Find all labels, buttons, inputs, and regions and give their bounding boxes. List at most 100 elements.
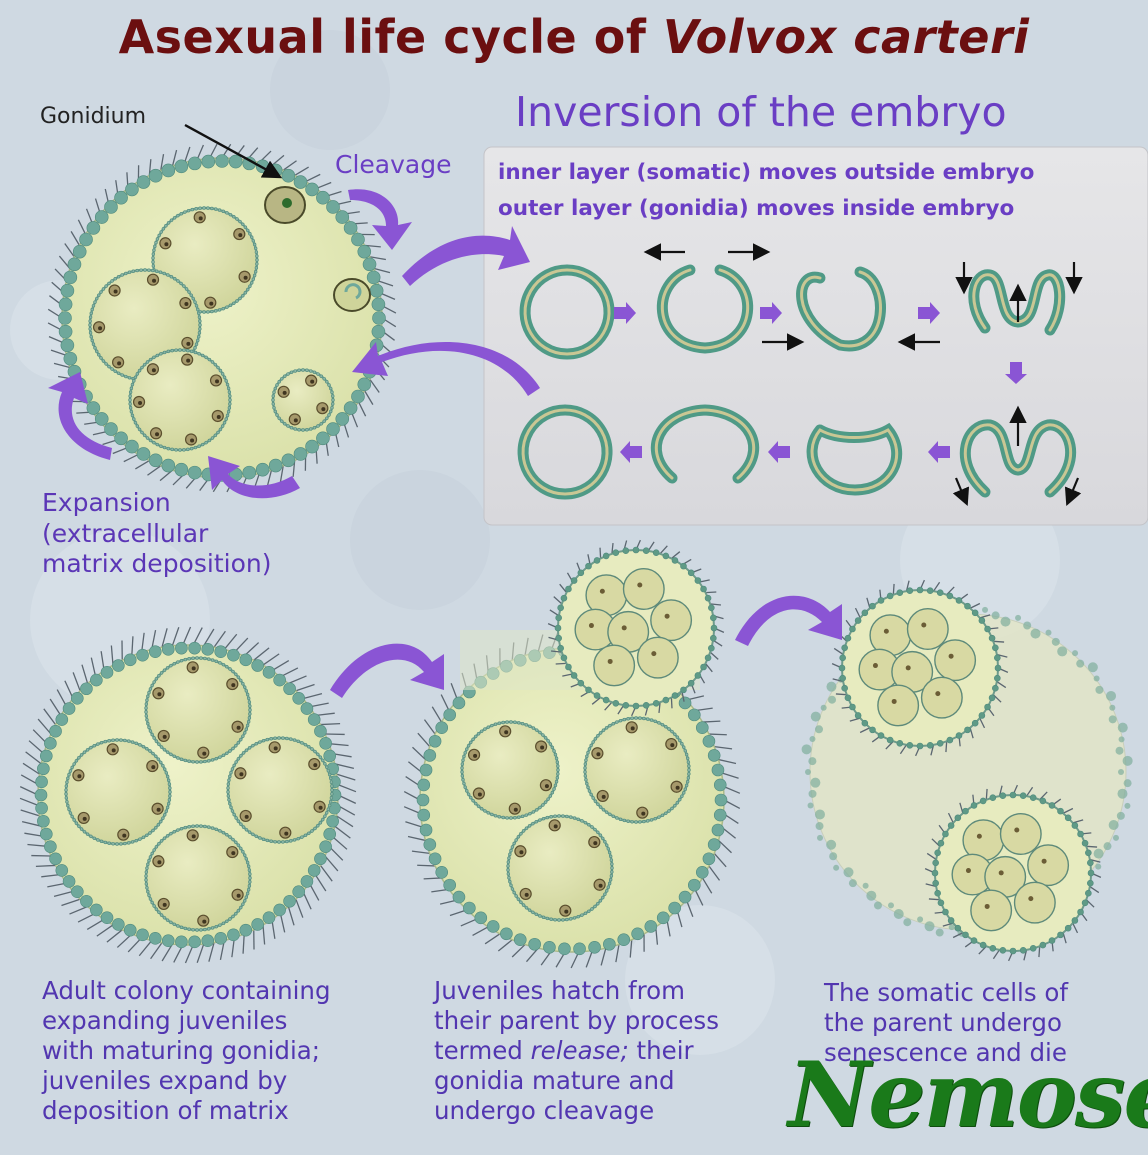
somatic-cell [324, 828, 336, 840]
somatic-cell [556, 765, 559, 768]
somatic-cell [304, 834, 307, 837]
gonidium-nucleus [231, 851, 235, 855]
gonidium-nucleus [152, 368, 156, 372]
gonidium-nucleus [192, 834, 196, 838]
somatic-cell [214, 208, 217, 211]
embryo-gonidium [935, 691, 940, 696]
expansion-line-2: (extracellular [42, 519, 271, 550]
somatic-cell [153, 249, 156, 252]
somatic-cell [97, 353, 100, 356]
somatic-cell [129, 403, 132, 406]
somatic-cell [243, 466, 256, 479]
somatic-cell [173, 277, 176, 280]
somatic-cell [226, 414, 229, 417]
somatic-cell [327, 815, 339, 827]
somatic-cell [153, 681, 156, 684]
somatic-cell [289, 738, 292, 741]
dying-somatic-cell [811, 712, 821, 722]
dying-somatic-cell [816, 822, 824, 830]
somatic-cell [40, 750, 52, 762]
somatic-cell [633, 703, 639, 709]
flagellum [306, 174, 321, 181]
somatic-cell [635, 821, 638, 824]
embryo [908, 609, 949, 650]
somatic-cell [465, 789, 468, 792]
somatic-cell [708, 749, 720, 761]
somatic-cell [613, 700, 619, 706]
somatic-cell [168, 798, 171, 801]
somatic-cell [154, 826, 157, 829]
somatic-cell [198, 352, 201, 355]
dying-somatic-cell [1109, 820, 1119, 830]
somatic-cell [50, 725, 62, 737]
somatic-cell [947, 593, 953, 599]
somatic-cell [490, 724, 493, 727]
somatic-cell [241, 735, 244, 738]
somatic-cell [169, 832, 172, 835]
somatic-cell [228, 395, 231, 398]
somatic-cell [329, 777, 332, 780]
somatic-cell [232, 838, 235, 841]
somatic-cell [216, 155, 229, 168]
somatic-cell [136, 425, 139, 428]
somatic-cell [225, 752, 228, 755]
somatic-cell [688, 680, 694, 686]
dying-somatic-cell [1000, 617, 1010, 627]
somatic-cell [188, 291, 191, 294]
somatic-cell [330, 781, 333, 784]
somatic-cell [673, 733, 676, 736]
somatic-cell [1049, 802, 1055, 808]
somatic-cell [117, 372, 120, 375]
somatic-cell [219, 924, 222, 927]
somatic-cell [477, 805, 480, 808]
somatic-cell [157, 674, 160, 677]
somatic-cell [131, 841, 134, 844]
somatic-cell [680, 795, 683, 798]
somatic-cell [330, 785, 333, 788]
somatic-cell [245, 857, 248, 860]
somatic-cell [163, 748, 166, 751]
flagellum [441, 695, 449, 711]
flagellum [485, 934, 500, 944]
somatic-cell [234, 841, 237, 844]
somatic-cell [234, 673, 237, 676]
somatic-cell [124, 654, 136, 666]
somatic-cell [194, 346, 197, 349]
somatic-cell [132, 379, 135, 382]
somatic-cell [149, 750, 152, 753]
gonidium-nucleus [282, 198, 292, 208]
somatic-cell [145, 747, 148, 750]
dying-somatic-cell [808, 802, 814, 808]
somatic-cell [461, 767, 464, 770]
somatic-cell [152, 261, 155, 264]
somatic-cell [201, 354, 204, 357]
somatic-cell [642, 717, 645, 720]
somatic-cell [146, 437, 149, 440]
somatic-cell [610, 863, 613, 866]
gonidium-nucleus [245, 815, 249, 819]
embryo [651, 600, 692, 641]
somatic-cell [627, 820, 630, 823]
somatic-cell [525, 814, 528, 817]
somatic-cell [180, 212, 183, 215]
somatic-cell [237, 820, 240, 823]
somatic-cell [557, 769, 560, 772]
somatic-cell [710, 635, 716, 641]
flagellum [418, 733, 430, 746]
somatic-cell [591, 826, 594, 829]
somatic-cell [1078, 831, 1084, 837]
somatic-cell [990, 795, 996, 801]
gonidium-nucleus [593, 841, 597, 845]
somatic-cell [196, 825, 199, 828]
somatic-cell [179, 349, 182, 352]
somatic-cell [373, 312, 386, 325]
dying-somatic-cell [809, 790, 817, 798]
somatic-cell [1020, 947, 1026, 953]
somatic-cell [701, 586, 707, 592]
somatic-cell [274, 410, 277, 413]
somatic-cell [161, 764, 164, 767]
somatic-cell [230, 806, 233, 809]
adult-caption-line-1: Adult colony containing [42, 976, 331, 1006]
somatic-cell [535, 820, 538, 823]
somatic-cell [155, 908, 158, 911]
